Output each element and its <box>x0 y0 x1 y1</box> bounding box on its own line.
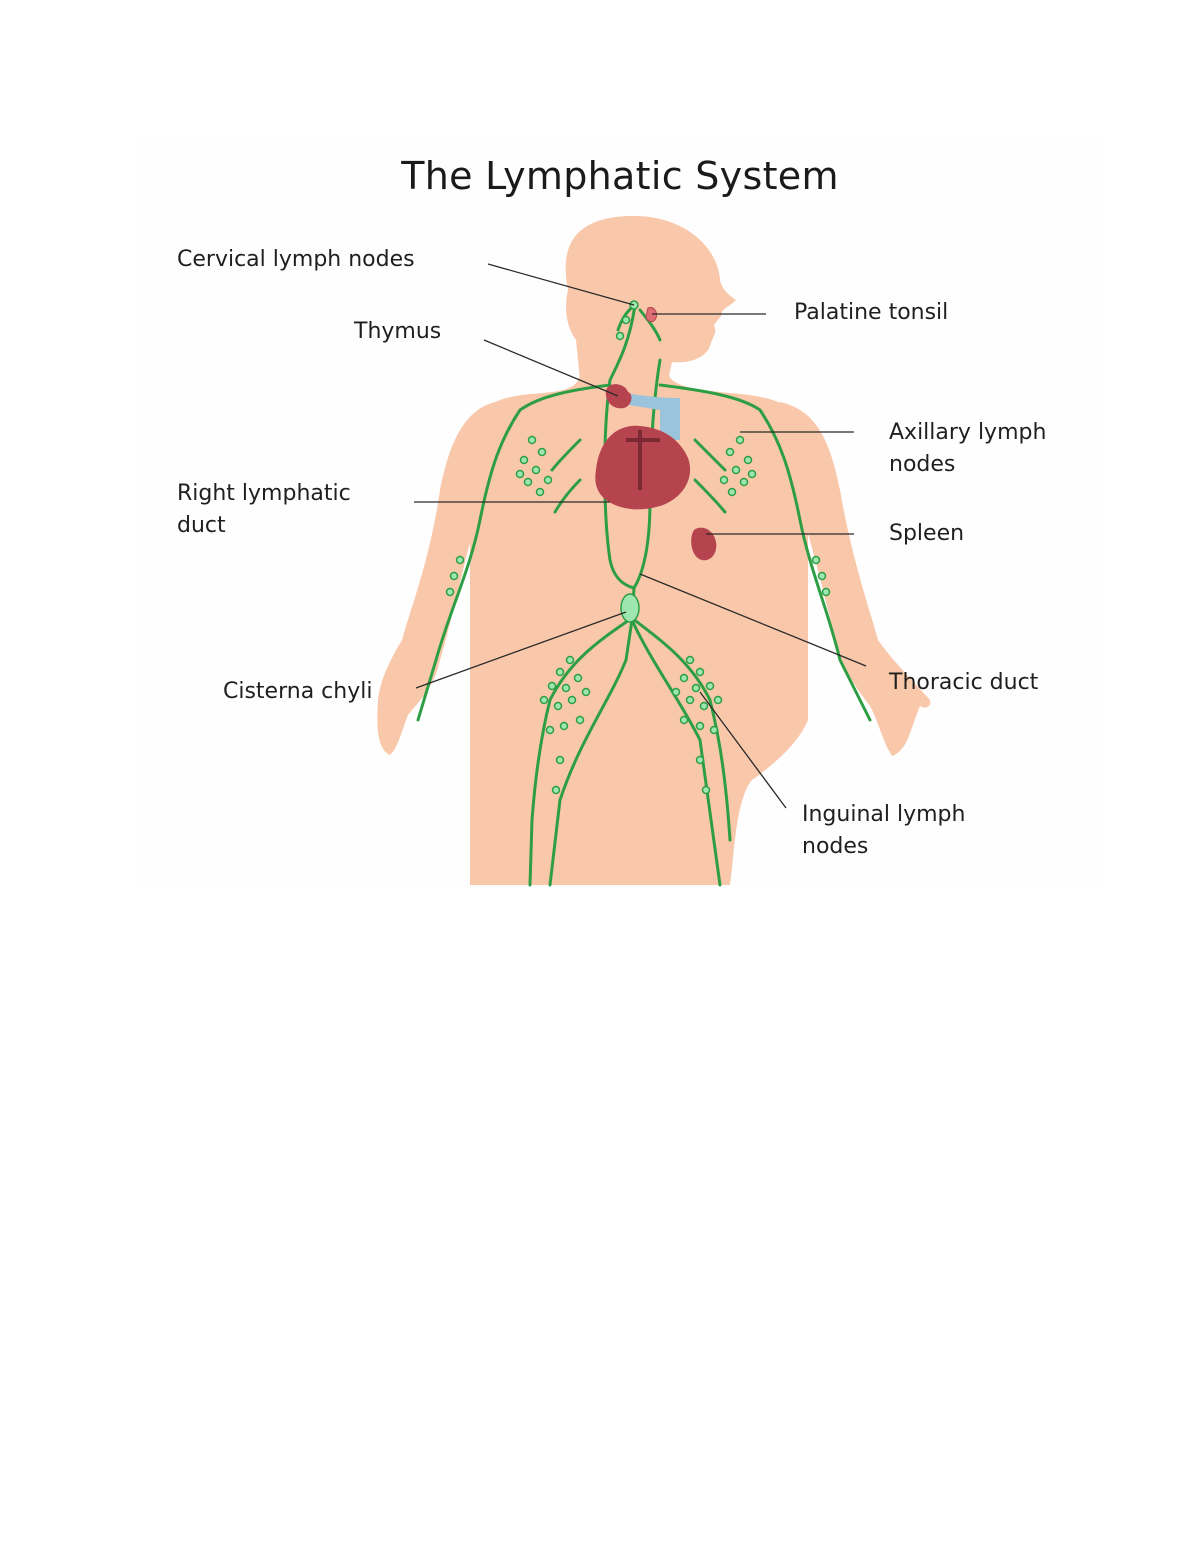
thymus <box>605 384 632 409</box>
heart <box>595 425 691 510</box>
label-inguinal-lymph-nodes-line2: nodes <box>802 834 869 859</box>
label-thymus: Thymus <box>354 319 442 344</box>
leader-thymus <box>483 339 619 397</box>
head <box>565 215 736 380</box>
label-cisterna-chyli: Cisterna chyli <box>223 679 373 704</box>
label-cervical-lymph-nodes: Cervical lymph nodes <box>177 247 415 272</box>
diagram-title: The Lymphatic System <box>401 154 839 198</box>
body-silhouette <box>377 215 931 885</box>
diagram-illustration <box>377 215 931 887</box>
label-palatine-tonsil: Palatine tonsil <box>794 300 949 325</box>
lymphatic-diagram: The Lymphatic System Cervical lymph node… <box>140 140 1100 888</box>
label-axillary-lymph-nodes-line2: nodes <box>889 452 956 477</box>
left-arm <box>377 402 495 755</box>
label-spleen: Spleen <box>889 521 965 546</box>
right-arm <box>780 402 931 756</box>
leader-cisterna <box>415 611 627 689</box>
torso <box>470 372 808 885</box>
label-right-lymphatic-duct-line2: duct <box>177 513 226 538</box>
lymph-nodes <box>445 300 831 795</box>
palatine-tonsil <box>645 307 657 323</box>
leader-thoracic <box>639 573 867 667</box>
label-thoracic-duct: Thoracic duct <box>889 670 1039 695</box>
label-right-lymphatic-duct-line1: Right lymphatic <box>177 481 351 506</box>
leader-cervical <box>487 263 635 306</box>
organs <box>595 307 717 561</box>
spleen <box>691 527 717 561</box>
label-inguinal-lymph-nodes-line1: Inguinal lymph <box>802 802 966 827</box>
label-axillary-lymph-nodes-line1: Axillary lymph <box>889 420 1047 445</box>
cisterna-chyli-node <box>620 593 640 623</box>
leader-inguinal <box>699 691 787 809</box>
leader-lines <box>414 263 867 809</box>
